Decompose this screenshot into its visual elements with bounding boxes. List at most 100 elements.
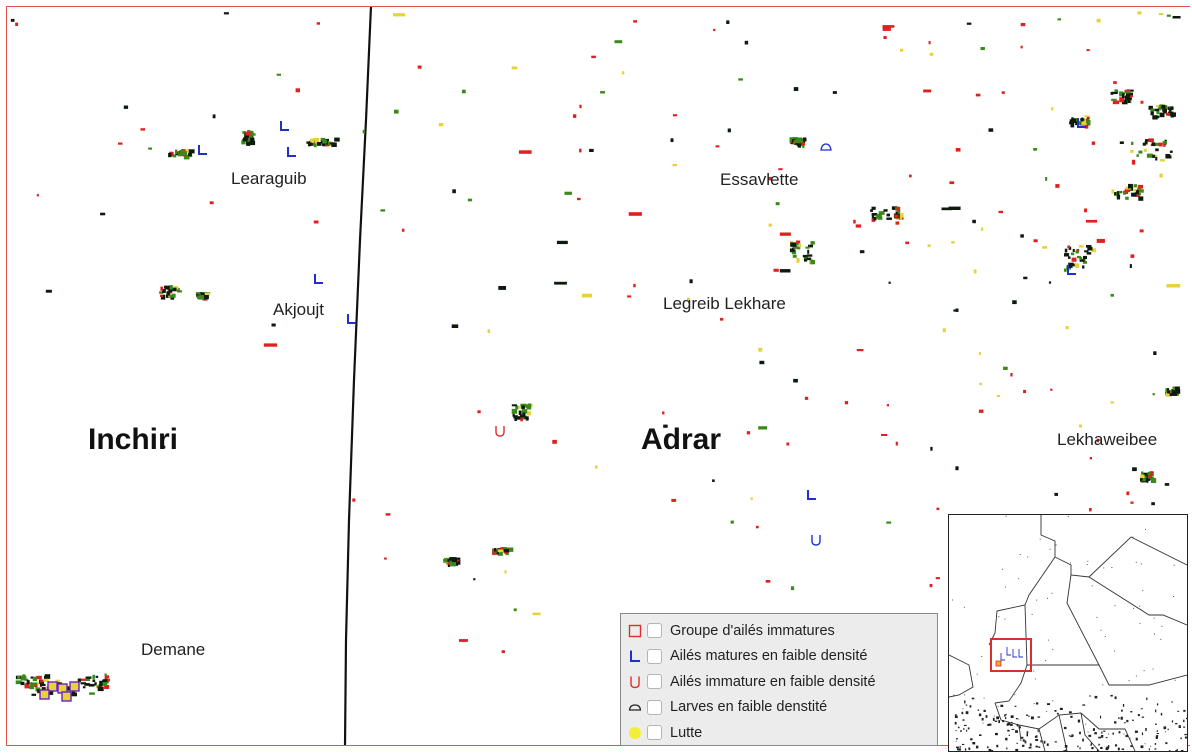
ailes-matures-symbol[interactable]	[347, 314, 356, 324]
ailes-matures-symbol[interactable]	[314, 274, 323, 284]
overview-speckle	[1067, 516, 1069, 518]
legend-checkbox-larves[interactable]	[647, 699, 662, 715]
vegetation-patch-pixel	[1167, 106, 1170, 110]
vegetation-patch-pixel	[1171, 389, 1177, 394]
vegetation-patch-pixel	[1144, 140, 1148, 145]
overview-speckle	[1016, 723, 1019, 727]
vegetation-patch-pixel	[520, 416, 523, 422]
vegetation-pixel	[556, 240, 568, 245]
vegetation-pixel	[1082, 265, 1085, 269]
vegetation-patch-pixel	[1148, 105, 1153, 110]
overview-speckle	[1140, 745, 1144, 749]
vegetation-patch-pixel	[1116, 100, 1120, 105]
vegetation-patch-pixel	[494, 548, 497, 552]
larves-symbol[interactable]	[820, 143, 832, 151]
vegetation-pixel	[765, 580, 771, 583]
vegetation-pixel	[730, 520, 734, 524]
overview-speckle	[983, 697, 985, 699]
overview-speckle	[1100, 715, 1102, 719]
vegetation-patch-pixel	[897, 213, 904, 218]
overview-speckle	[1070, 715, 1073, 718]
ailes-matures-symbol[interactable]	[1077, 118, 1086, 128]
vegetation-patch-pixel	[525, 404, 530, 408]
groupe-ailes-symbol[interactable]	[39, 689, 50, 700]
legend-item-larves: Larves en faible denstité	[627, 695, 937, 721]
overview-speckle	[960, 730, 962, 732]
overview-speckle	[963, 606, 965, 608]
vegetation-pixel	[316, 22, 320, 25]
legend-checkbox-ailes-matures[interactable]	[647, 648, 662, 664]
red-square-icon	[627, 623, 643, 639]
vegetation-patch-pixel	[1148, 473, 1152, 479]
groupe-ailes-symbol[interactable]	[69, 681, 80, 692]
overview-speckle	[1098, 743, 1100, 746]
overview-speckle	[1154, 743, 1157, 745]
legend-item-ailes-immature: Ailés immature en faible densité	[627, 669, 937, 695]
vegetation-patch-pixel	[871, 214, 874, 219]
overview-speckle	[1090, 744, 1092, 746]
overview-speckle	[1011, 721, 1013, 724]
vegetation-patch-pixel	[803, 258, 808, 262]
ailes-matures-symbol[interactable]	[1067, 265, 1076, 275]
vegetation-pixel	[832, 91, 837, 94]
overview-speckle	[1156, 703, 1159, 706]
ailes-matures-symbol[interactable]	[280, 121, 289, 131]
overview-speckle	[1105, 747, 1109, 751]
mauritania-overview-map[interactable]	[948, 514, 1188, 752]
vegetation-patch-pixel	[521, 415, 527, 419]
vegetation-pixel	[712, 479, 715, 482]
overview-speckle	[1103, 567, 1105, 569]
vegetation-patch-pixel	[1075, 121, 1078, 126]
vegetation-patch-pixel	[455, 562, 459, 566]
vegetation-patch-pixel	[82, 686, 86, 689]
groupe-ailes-symbol[interactable]	[47, 681, 58, 692]
overview-speckle	[981, 656, 983, 657]
vegetation-patch-pixel	[1083, 255, 1087, 259]
vegetation-patch-pixel	[1086, 116, 1090, 119]
vegetation-pixel	[140, 128, 146, 131]
legend-checkbox-ailes-immature[interactable]	[647, 674, 662, 690]
overview-speckle	[1173, 596, 1175, 597]
overview-speckle	[1022, 739, 1025, 742]
overview-speckle	[964, 702, 966, 704]
vegetation-pixel	[883, 36, 887, 39]
overview-speckles	[952, 515, 1187, 751]
overview-speckle	[957, 748, 959, 750]
overview-speckle	[1029, 743, 1032, 747]
vegetation-patch-pixel	[806, 257, 812, 261]
ailes-matures-symbol[interactable]	[198, 145, 207, 155]
vegetation-patch-pixel	[1150, 478, 1157, 483]
legend-checkbox-groupe[interactable]	[647, 623, 662, 639]
overview-speckle	[998, 616, 1000, 618]
overview-speckle	[977, 709, 979, 711]
vegetation-pixel	[1130, 254, 1135, 258]
overview-speckle	[964, 700, 966, 704]
ailes-matures-symbol[interactable]	[807, 490, 816, 500]
ailes-immature-symbol[interactable]	[811, 535, 821, 546]
ailes-immature-symbol[interactable]	[495, 426, 505, 437]
vegetation-pixel	[773, 268, 779, 272]
overview-speckle	[954, 721, 957, 725]
overview-speckle	[1104, 636, 1106, 637]
overview-speckle	[1008, 734, 1010, 736]
overview-speckle	[1140, 708, 1143, 710]
vegetation-pixel	[581, 293, 592, 298]
legend-checkbox-lutte[interactable]	[647, 725, 662, 741]
vegetation-patch-pixel	[1072, 263, 1077, 267]
vegetation-patch-pixel	[810, 241, 815, 245]
ailes-matures-symbol[interactable]	[287, 147, 296, 157]
vegetation-patch-pixel	[317, 142, 322, 146]
vegetation-pixel	[579, 104, 582, 109]
vegetation-patch-pixel	[1148, 138, 1154, 143]
vegetation-patch-pixel	[1131, 159, 1136, 165]
overview-speckle	[1082, 704, 1086, 706]
vegetation-patch-pixel	[1139, 189, 1144, 193]
overview-speckle	[1033, 703, 1035, 705]
vegetation-pixel	[614, 40, 623, 44]
overview-speckle	[1015, 748, 1019, 751]
vegetation-pixel	[1023, 276, 1028, 280]
overview-speckle	[1102, 684, 1104, 686]
groupe-ailes-symbol[interactable]	[61, 691, 72, 702]
